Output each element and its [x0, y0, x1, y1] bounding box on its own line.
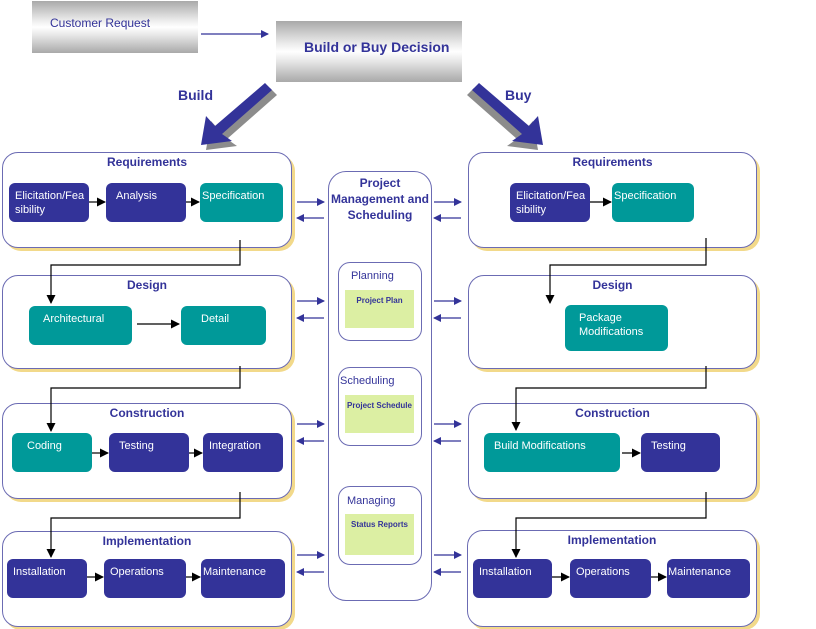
build-pm-exchange-arrows	[296, 198, 325, 576]
build-step-coding: Coding	[12, 433, 92, 472]
build-step-operations: Operations	[104, 559, 186, 598]
buy-step-elicitation: Elicitation/Fea sibility	[510, 183, 590, 222]
buy-step-package-modifications: Package Modifications	[565, 305, 668, 351]
pm-scheduling-label: Scheduling	[340, 375, 395, 387]
buy-flow-arrows	[511, 197, 707, 582]
pm-managing-note: Status Reports	[345, 514, 414, 555]
pm-planning-note: Project Plan	[345, 290, 414, 328]
build-step-testing: Testing	[109, 433, 189, 472]
build-step-installation: Installation	[7, 559, 87, 598]
build-big-arrow	[201, 83, 277, 150]
customer-request-label: Customer Request	[50, 16, 151, 30]
buy-step-installation: Installation	[473, 559, 552, 598]
build-label: Build	[178, 87, 213, 103]
pm-planning-label: Planning	[351, 270, 394, 282]
decision-box: Build or Buy Decision	[276, 21, 462, 82]
phase-title: Design	[592, 278, 633, 292]
build-step-analysis: Analysis	[106, 183, 186, 222]
buy-step-build-modifications: Build Modifications	[484, 433, 620, 472]
phase-title: Design	[126, 278, 167, 292]
phase-title: Requirements	[106, 155, 188, 169]
decision-label: Build or Buy Decision	[304, 39, 450, 55]
build-step-elicitation: Elicitation/Fea sibility	[9, 183, 89, 222]
pm-managing-label: Managing	[347, 495, 396, 507]
build-step-architectural: Architectural	[29, 306, 132, 345]
build-step-integration: Integration	[203, 433, 283, 472]
pm-title: Project Management and Scheduling	[330, 176, 429, 222]
phase-title: Implementation	[567, 533, 657, 547]
buy-step-operations: Operations	[570, 559, 651, 598]
pm-buy-exchange-arrows	[433, 198, 462, 576]
buy-big-arrow	[467, 83, 543, 150]
customer-request-box: Customer Request	[32, 1, 198, 53]
buy-step-maintenance: Maintenance	[667, 559, 750, 598]
build-step-detail: Detail	[181, 306, 266, 345]
phase-title: Construction	[109, 406, 185, 420]
build-flow-arrows	[46, 197, 241, 582]
buy-label: Buy	[505, 87, 532, 103]
buy-step-testing: Testing	[641, 433, 720, 472]
buy-step-specification: Specification	[612, 183, 694, 222]
pm-scheduling-note: Project Schedule	[345, 395, 414, 433]
phase-title: Implementation	[102, 534, 192, 548]
build-step-specification: Specification	[200, 183, 283, 222]
build-step-maintenance: Maintenance	[201, 559, 285, 598]
phase-title: Requirements	[572, 155, 653, 169]
buy-design-phase: Design	[468, 275, 757, 369]
phase-title: Construction	[575, 406, 650, 420]
